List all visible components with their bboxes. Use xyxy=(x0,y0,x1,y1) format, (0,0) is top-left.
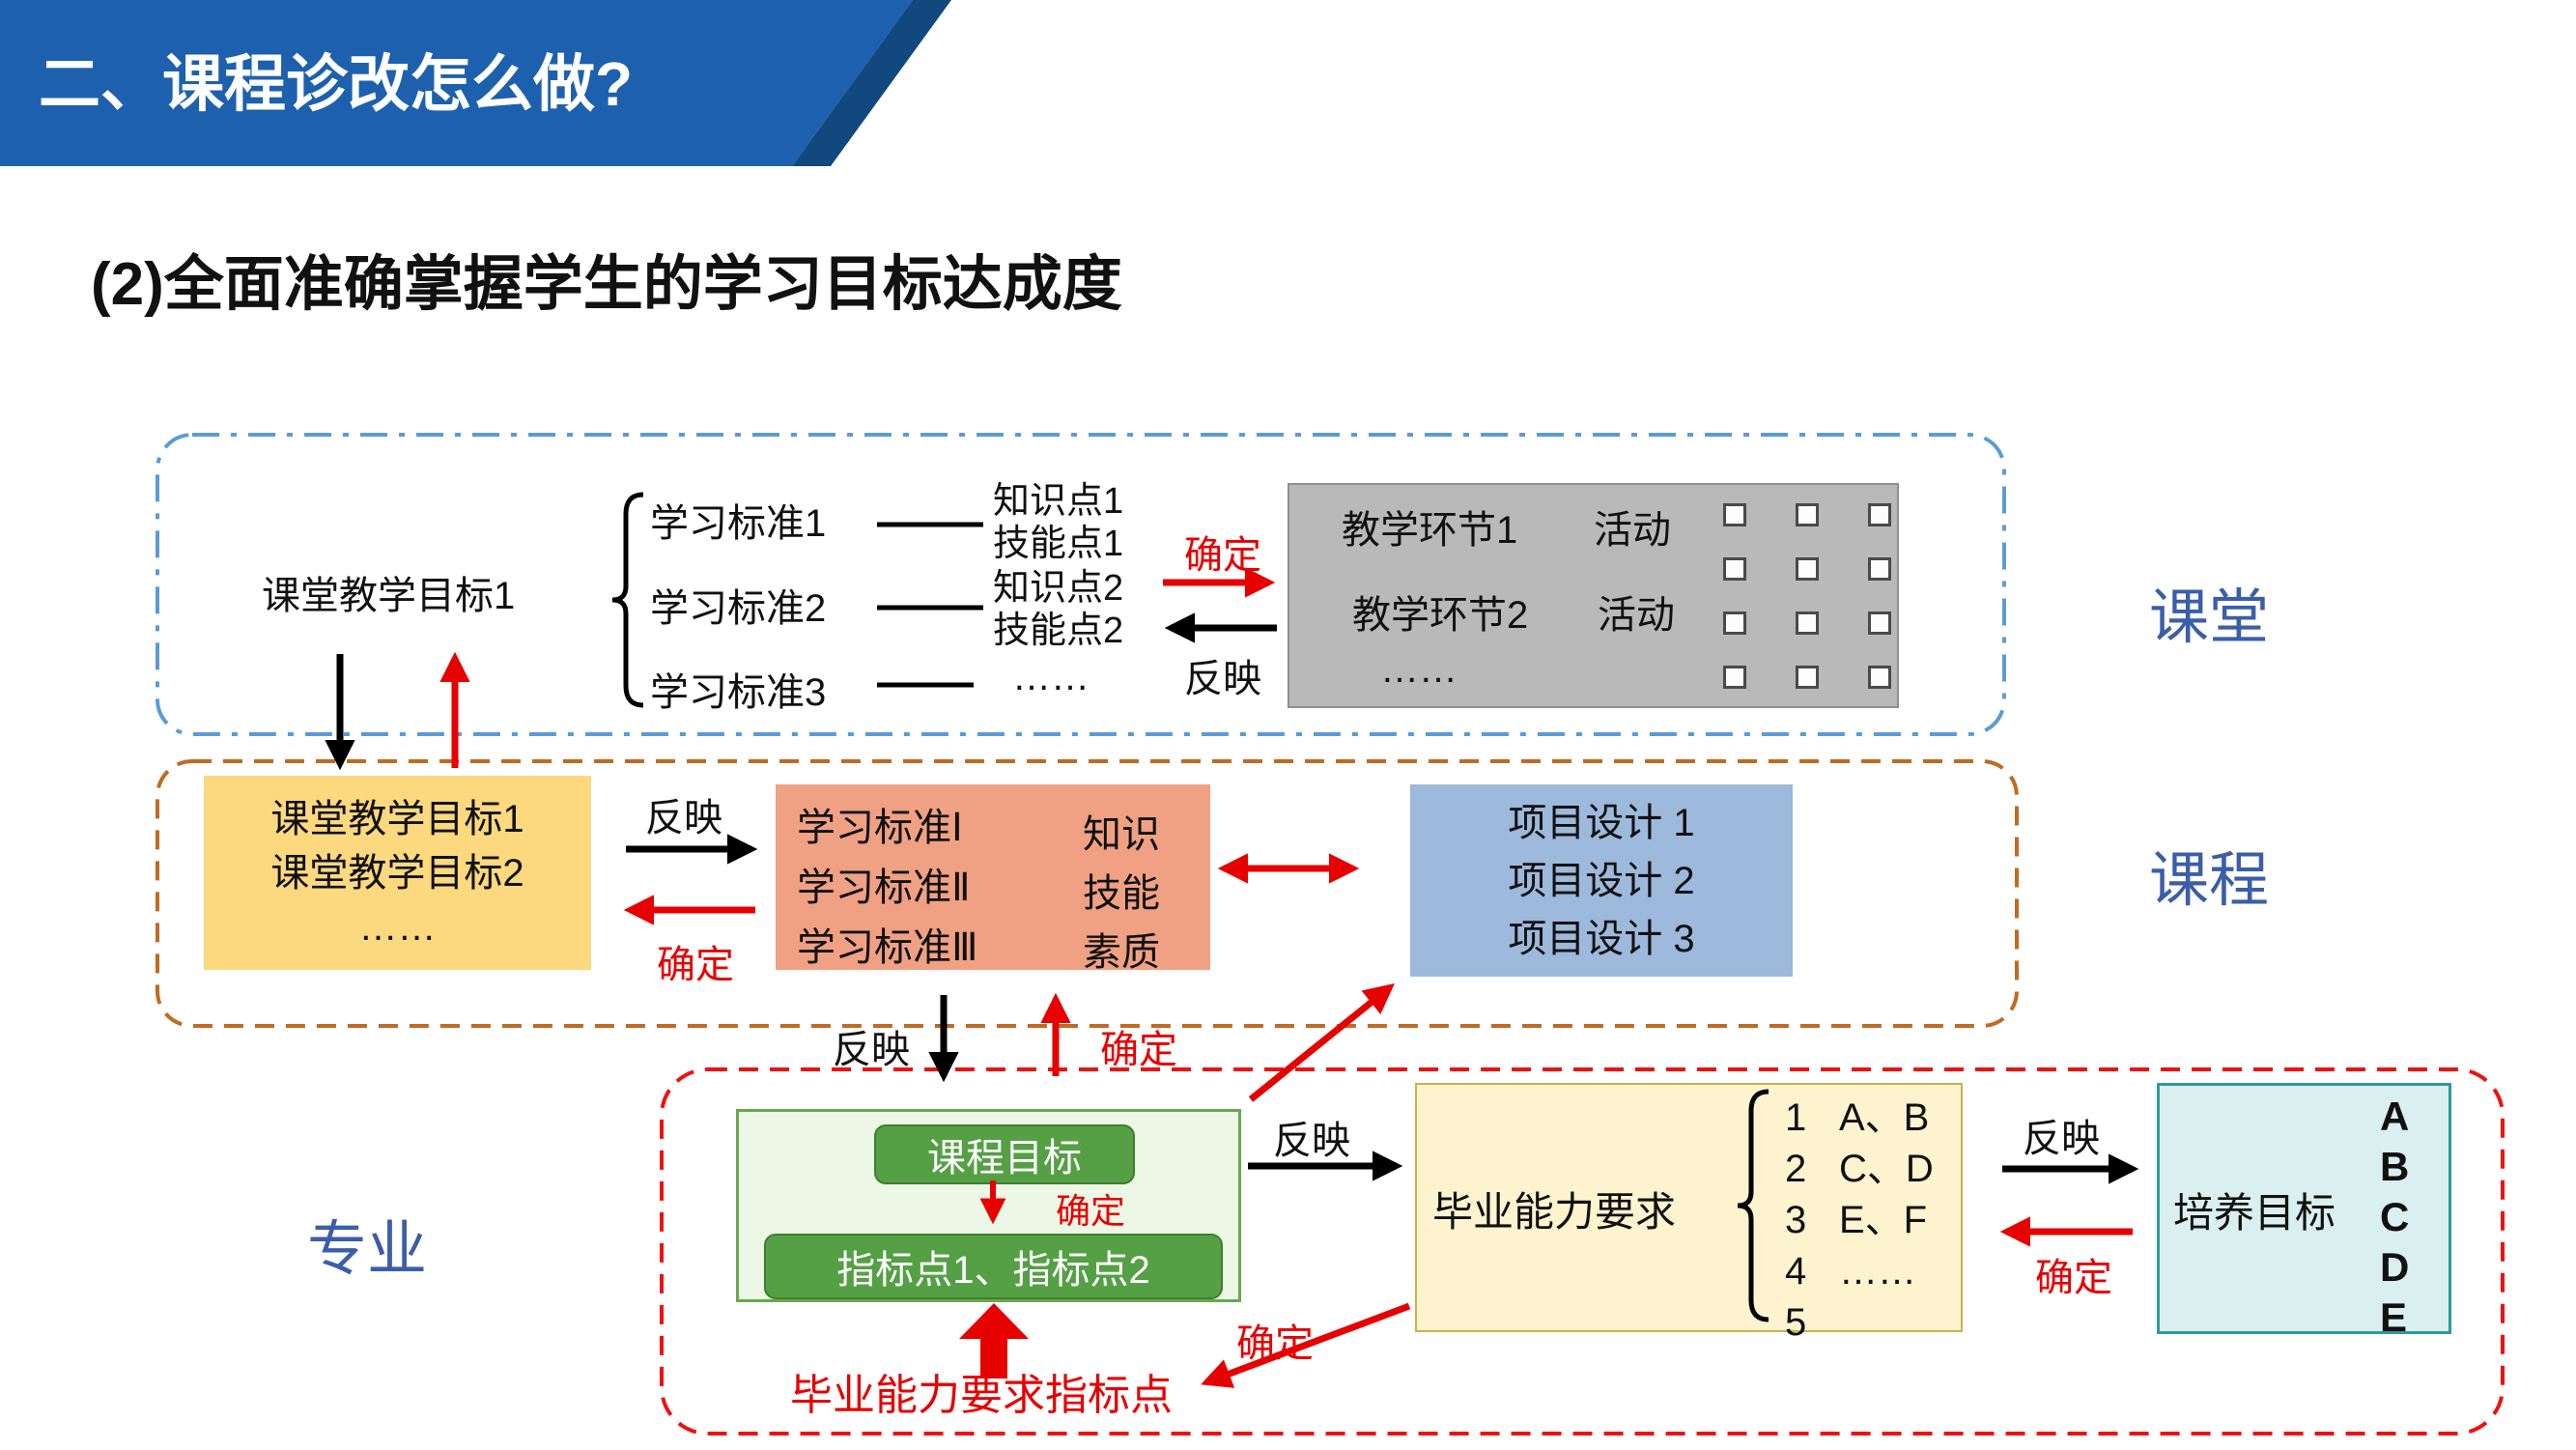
training-letters-column: A B C D E xyxy=(2380,1092,2409,1343)
training-letter: A xyxy=(2380,1094,2410,1139)
teaching-activities-box: 教学环节1 活动 教学环节2 活动 …… xyxy=(1288,483,1899,708)
project-design-box: 项目设计 1 项目设计 2 项目设计 3 xyxy=(1410,784,1793,977)
classroom-goal-item-2: 课堂教学目标2 xyxy=(270,851,524,895)
checkbox-grid xyxy=(1723,503,1891,689)
course-standards-column: 学习标准Ⅰ 学习标准Ⅱ 学习标准Ⅲ xyxy=(797,798,978,978)
project-design-3: 项目设计 3 xyxy=(1508,917,1695,960)
banner-title: 二、课程诊改怎么做? xyxy=(39,49,634,119)
confirm-label-course: 确定 xyxy=(657,944,734,986)
project-design-1: 项目设计 1 xyxy=(1508,801,1695,844)
course-standard-2: 学习标准Ⅱ xyxy=(797,867,971,909)
course-goal-panel: 课程目标 确定 指标点1、指标点2 xyxy=(736,1109,1241,1302)
ability-number: 5 xyxy=(1785,1301,1807,1344)
major-section-label: 专业 xyxy=(307,1216,428,1283)
teaching-activity-1: 活动 xyxy=(1594,509,1671,552)
ability-numbers-column: 1 2 3 4 5 xyxy=(1785,1093,1806,1349)
ability-number: 3 xyxy=(1785,1199,1807,1241)
course-aspects-column: 知识 技能 素质 xyxy=(1083,806,1160,982)
knowledge-point-1: 知识点1 xyxy=(993,481,1124,522)
classroom-goal-ellipsis: …… xyxy=(358,905,437,949)
teaching-activity-2: 活动 xyxy=(1598,594,1675,637)
training-letter: C xyxy=(2380,1194,2410,1239)
reflect-label-goal-ability: 反映 xyxy=(1273,1120,1350,1162)
learning-standard-1: 学习标准1 xyxy=(650,502,827,545)
confirm-label-classroom: 确定 xyxy=(1184,534,1261,577)
course-standards-box: 学习标准Ⅰ 学习标准Ⅱ 学习标准Ⅲ 知识 技能 素质 xyxy=(776,784,1210,974)
skill-point-1: 技能点1 xyxy=(993,523,1124,564)
confirm-label-diagonal: 确定 xyxy=(1236,1322,1314,1365)
ability-letters-column: A、B C、D E、F …… xyxy=(1839,1093,1934,1297)
checkbox-icon xyxy=(1796,666,1819,689)
teaching-step-2: 教学环节2 xyxy=(1352,594,1529,637)
reflect-label-midlink: 反映 xyxy=(833,1029,910,1071)
training-letter: D xyxy=(2380,1244,2410,1290)
training-target-box: 培养目标 A B C D E xyxy=(2157,1083,2451,1340)
teaching-step-1: 教学环节1 xyxy=(1342,509,1518,552)
diagonal-arrow-goal-to-projects xyxy=(1248,983,1395,1102)
banner-accent-stripe xyxy=(792,0,951,166)
skill-point-2: 技能点2 xyxy=(993,610,1124,651)
checkbox-icon xyxy=(1868,503,1891,526)
ability-letter-pair: …… xyxy=(1839,1250,1916,1293)
thick-up-arrow-indicator xyxy=(959,1303,1029,1379)
reflect-label-ability-training: 反映 xyxy=(2023,1118,2100,1160)
course-standard-3: 学习标准Ⅲ xyxy=(797,926,978,969)
checkbox-icon xyxy=(1723,503,1746,526)
grad-indicator-label: 毕业能力要求指标点 xyxy=(790,1372,1173,1419)
classroom-goal-label: 课堂教学目标1 xyxy=(262,575,516,617)
learning-standard-3: 学习标准3 xyxy=(650,671,827,714)
aspect-skill: 技能 xyxy=(1083,872,1160,915)
training-title: 培养目标 xyxy=(2173,1190,2336,1236)
project-design-2: 项目设计 2 xyxy=(1508,859,1695,902)
classroom-section-label: 课堂 xyxy=(2149,584,2270,651)
ability-number: 2 xyxy=(1785,1148,1807,1190)
classroom-goals-box: 课堂教学目标1 课堂教学目标2 …… xyxy=(204,776,591,970)
confirm-label-training-ability: 确定 xyxy=(2035,1257,2112,1299)
ability-number: 1 xyxy=(1785,1096,1807,1139)
classroom-goal-item-1: 课堂教学目标1 xyxy=(270,797,524,840)
aspect-knowledge: 知识 xyxy=(1083,813,1160,856)
confirm-label-midlink: 确定 xyxy=(1100,1029,1177,1071)
ability-letter-pair: E、F xyxy=(1839,1199,1928,1241)
checkbox-icon xyxy=(1723,666,1746,689)
course-section-label: 课程 xyxy=(2149,847,2270,914)
indicator-points-chip: 指标点1、指标点2 xyxy=(764,1234,1223,1299)
standards-brace xyxy=(611,492,644,708)
checkbox-icon xyxy=(1796,557,1819,581)
ability-letter-pair: C、D xyxy=(1839,1148,1934,1190)
course-goal-chip: 课程目标 xyxy=(874,1124,1135,1184)
checkbox-icon xyxy=(1723,557,1746,581)
learning-standard-2: 学习标准2 xyxy=(650,587,827,630)
training-letter: E xyxy=(2380,1294,2408,1340)
checkbox-icon xyxy=(1868,666,1891,689)
page-title: (2)全面准确掌握学生的学习目标达成度 xyxy=(91,251,1122,318)
confirm-label-goal-indicators: 确定 xyxy=(1056,1191,1126,1231)
graduation-ability-box: 毕业能力要求 1 2 3 4 5 A、B C、D E、F …… xyxy=(1415,1083,1963,1344)
training-letter: B xyxy=(2380,1144,2410,1189)
points-ellipsis: …… xyxy=(1012,656,1090,698)
checkbox-icon xyxy=(1723,611,1746,635)
course-standard-1: 学习标准Ⅰ xyxy=(797,807,963,849)
checkbox-icon xyxy=(1868,611,1891,635)
checkbox-icon xyxy=(1868,557,1891,581)
checkbox-icon xyxy=(1796,611,1819,635)
reflect-label-classroom: 反映 xyxy=(1184,658,1261,700)
aspect-quality: 素质 xyxy=(1083,931,1160,974)
reflect-label-course: 反映 xyxy=(645,797,722,839)
point-group-1: 知识点1 技能点1 xyxy=(993,481,1123,565)
teaching-ellipsis: …… xyxy=(1380,648,1458,691)
ability-letter-pair: A、B xyxy=(1839,1096,1930,1139)
ability-number: 4 xyxy=(1785,1250,1807,1293)
point-group-2: 知识点2 技能点2 xyxy=(993,568,1123,652)
ability-title: 毕业能力要求 xyxy=(1432,1189,1677,1235)
checkbox-icon xyxy=(1796,503,1819,526)
knowledge-point-2: 知识点2 xyxy=(993,568,1124,609)
